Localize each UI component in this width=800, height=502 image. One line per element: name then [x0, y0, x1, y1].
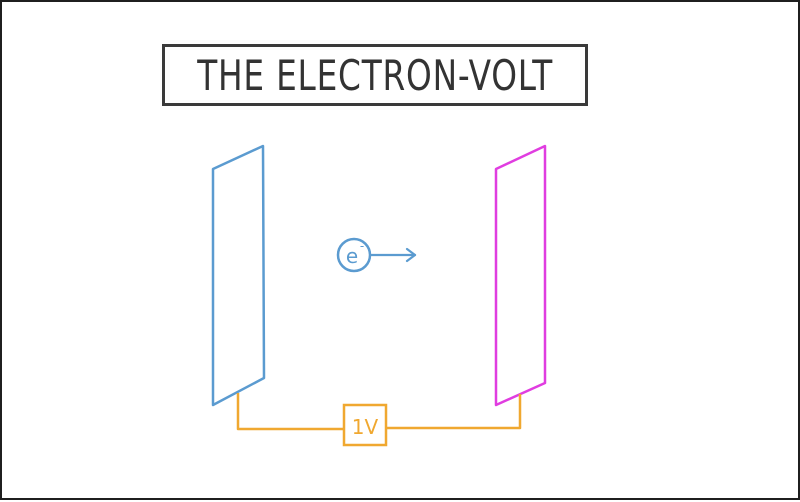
- voltage-label: 1V: [352, 415, 379, 439]
- diagram-title: THE ELECTRON-VOLT: [197, 50, 553, 100]
- electron-symbol: e: [346, 244, 358, 268]
- voltage-source-box: [342, 403, 388, 447]
- wire-left: [236, 393, 344, 431]
- title-box: THE ELECTRON-VOLT: [162, 44, 588, 106]
- electron-arrow-head-icon: [405, 247, 417, 263]
- wire-right: [386, 394, 522, 430]
- left-plate: [211, 144, 266, 407]
- right-plate: [494, 144, 547, 407]
- electron-charge: -: [360, 239, 364, 253]
